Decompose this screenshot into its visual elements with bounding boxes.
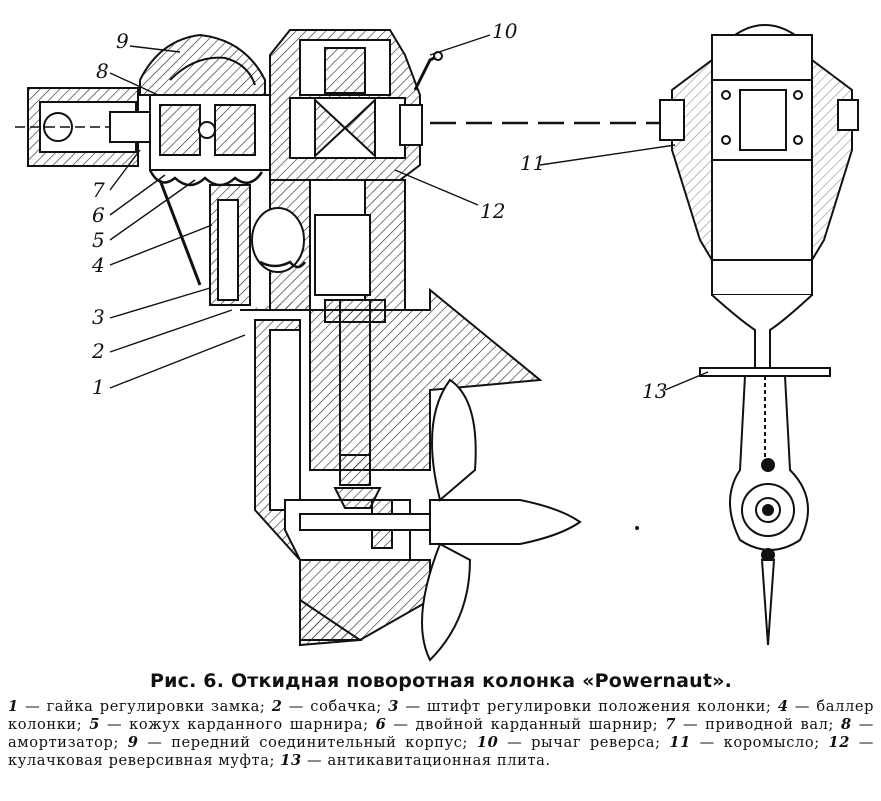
legend-text: кулачковая реверсивная муфта; [8, 752, 276, 769]
legend-number: 7 [665, 716, 676, 733]
legend-text: двойной карданный шарнир; [415, 716, 659, 733]
legend-number: 12 [828, 734, 851, 751]
callout-13: 13 [642, 379, 667, 403]
technical-drawing: 1 2 3 4 5 6 7 8 9 10 11 12 13 [15, 19, 859, 662]
callout-11: 11 [520, 151, 545, 175]
callout-9: 9 [116, 29, 129, 53]
legend-item: 4 — баллер колонки; [8, 698, 875, 733]
callout-3: 3 [92, 305, 105, 329]
callout-8: 8 [96, 59, 109, 83]
legend-text: кожух карданного шарнира; [129, 716, 369, 733]
callout-7: 7 [92, 178, 105, 202]
callout-6: 6 [92, 203, 105, 227]
legend-number: 6 [375, 716, 387, 733]
legend-text: гайка регулировки замка; [46, 698, 266, 715]
caption-block: Рис. 6. Откидная поворотная колонка «Pow… [8, 670, 874, 770]
callout-labels: 1 2 3 4 5 6 7 8 9 10 11 12 13 [91, 19, 667, 403]
legend-item: 13 — антикавитационная плита. [280, 752, 551, 769]
callout-12: 12 [480, 199, 505, 223]
ink-dot [635, 526, 639, 530]
legend-number: 2 [271, 698, 283, 715]
legend-number: 8 [841, 716, 852, 733]
legend-number: 1 [8, 698, 19, 715]
callout-1: 1 [92, 375, 105, 399]
legend-text: коромысло; [723, 734, 820, 751]
legend-item: 6 — двойной карданный шарнир; [375, 716, 659, 733]
figure-legend: 1 — гайка регулировки замка; 2 — собачка… [8, 698, 874, 770]
legend-item: 5 — кожух карданного шарнира; [89, 716, 369, 733]
legend-text: баллер колонки; [8, 698, 875, 733]
legend-text: рычаг реверса; [531, 734, 661, 751]
front-housing [139, 33, 266, 96]
legend-number: 11 [669, 734, 691, 751]
legend-number: 3 [388, 698, 400, 715]
legend-item: 12 — кулачковая реверсивная муфта; [8, 734, 875, 769]
legend-number: 9 [127, 734, 139, 751]
callout-10: 10 [492, 19, 518, 43]
legend-text: передний соединительный корпус; [171, 734, 469, 751]
legend-text: амортизатор; [8, 734, 119, 751]
legend-item: 10 — рычаг реверса; [476, 734, 661, 751]
front-view [659, 24, 859, 646]
legend-number: 4 [777, 698, 789, 715]
legend-item: 9 — передний соединительный корпус; [127, 734, 469, 751]
legend-item: 7 — приводной вал; [665, 716, 835, 733]
legend-number: 5 [89, 716, 101, 733]
legend-text: собачка; [310, 698, 382, 715]
legend-item: 8 — амортизатор; [8, 716, 874, 751]
legend-number: 13 [280, 752, 302, 769]
legend-item: 3 — штифт регулировки положения колонки; [388, 698, 772, 715]
legend-item: 1 — гайка регулировки замка; [8, 698, 266, 715]
legend-text: приводной вал; [705, 716, 835, 733]
legend-text: штифт регулировки положения колонки; [426, 698, 772, 715]
legend-text: антикавитационная плита. [327, 752, 551, 769]
leader-lines [109, 34, 709, 391]
anti-cavitation-plate [699, 367, 831, 377]
legend-number: 10 [476, 734, 499, 751]
callout-5: 5 [92, 228, 105, 252]
legend-item: 2 — собачка; [271, 698, 382, 715]
callout-4: 4 [91, 253, 105, 277]
legend-item: 11 — коромысло; [669, 734, 820, 751]
side-section-view [15, 29, 582, 662]
figure-caption-title: Рис. 6. Откидная поворотная колонка «Pow… [149, 670, 733, 692]
callout-2: 2 [91, 339, 105, 363]
